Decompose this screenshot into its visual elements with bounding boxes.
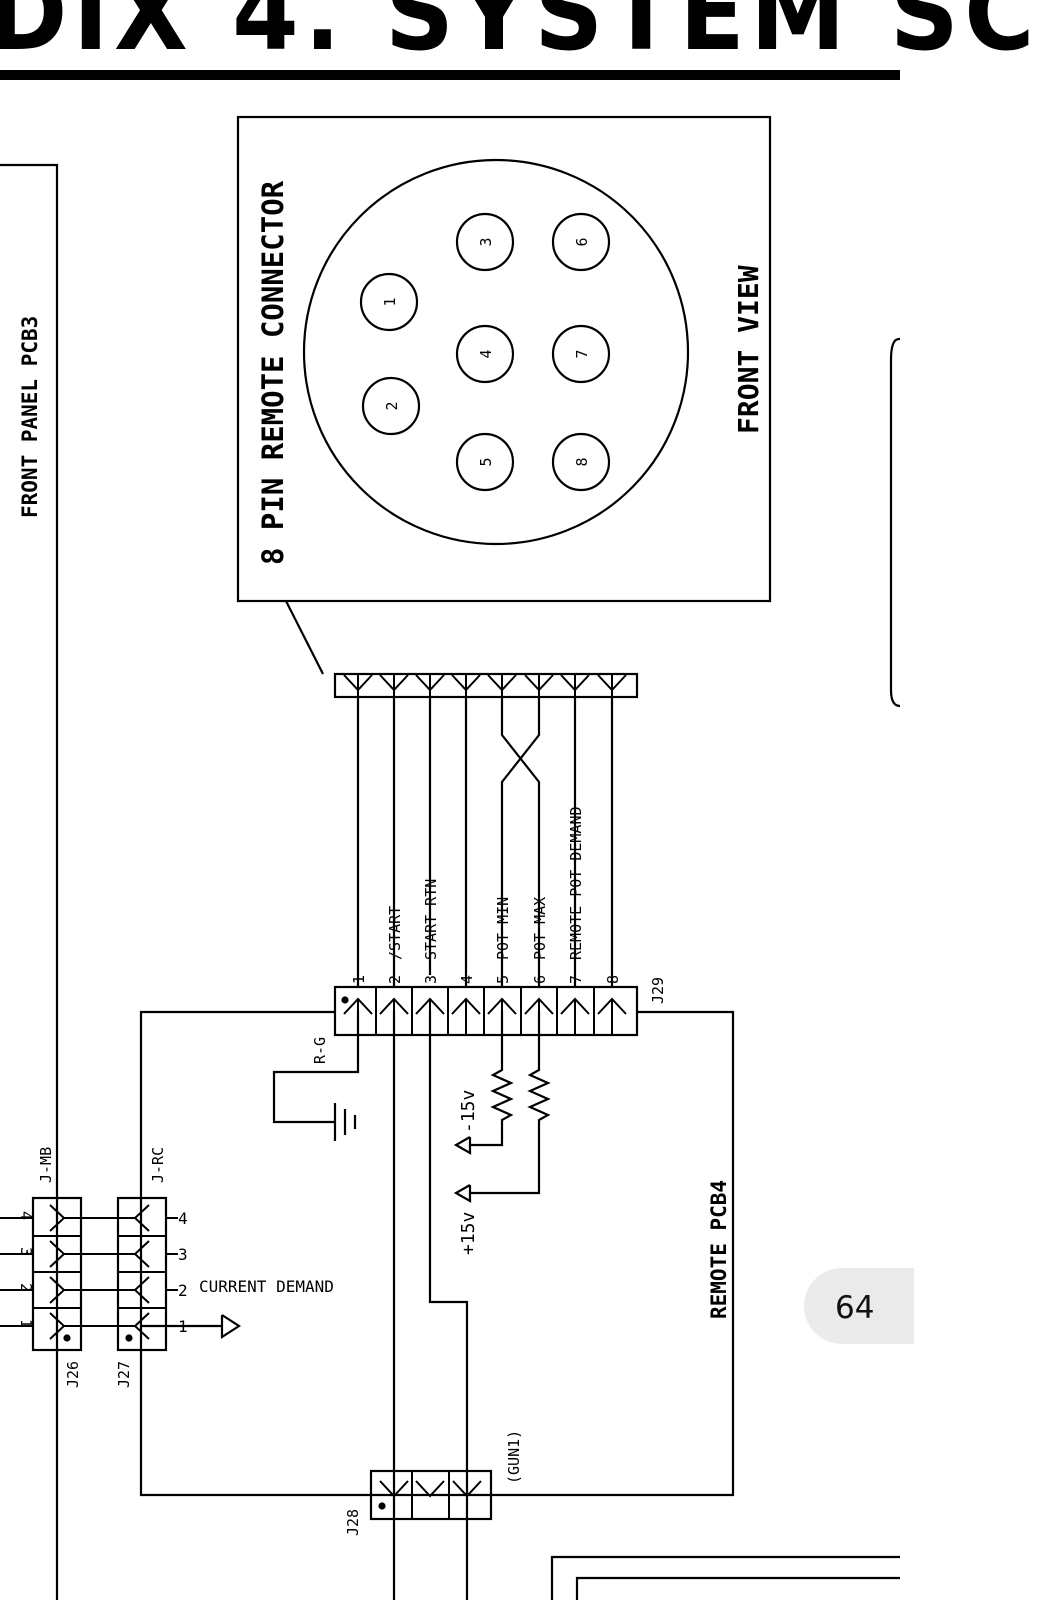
j29-pin-number-7: 7 bbox=[567, 975, 585, 984]
pin-number-3: 3 bbox=[477, 237, 495, 246]
j29-pin-number-3: 3 bbox=[422, 975, 440, 984]
bottom-box-outer bbox=[550, 1555, 900, 1600]
jrc-pin-1: 1 bbox=[178, 1317, 188, 1336]
jmb-pin-2: 2 bbox=[17, 1283, 35, 1292]
pin-number-5: 5 bbox=[477, 457, 495, 466]
current-demand-label: CURRENT DEMAND bbox=[199, 1277, 334, 1296]
pin-number-7: 7 bbox=[573, 349, 591, 358]
page-number-tab bbox=[804, 1268, 914, 1344]
j28-chevron-1 bbox=[379, 1480, 409, 1498]
j28-chevron-3 bbox=[452, 1480, 482, 1498]
j29-pin1-dot bbox=[341, 996, 349, 1004]
remote-pcb4-board bbox=[139, 1010, 735, 1497]
pin-circle-1 bbox=[359, 272, 419, 332]
pin-number-8: 8 bbox=[573, 457, 591, 466]
pin-circle-7 bbox=[551, 324, 611, 384]
j29-signal-5: POT MIN bbox=[494, 897, 512, 960]
pin-number-6: 6 bbox=[573, 237, 591, 246]
j29-signal-7: REMOTE POT DEMAND bbox=[567, 806, 585, 960]
rg-wire bbox=[272, 1011, 360, 1124]
j29-pin-number-6: 6 bbox=[531, 975, 549, 984]
pin-circle-8 bbox=[551, 432, 611, 492]
jrc-label: J-RC bbox=[149, 1147, 167, 1183]
j28-label: J28 bbox=[344, 1509, 362, 1536]
front-panel-label: FRONT PANEL PCB3 bbox=[18, 316, 42, 518]
resistor-pot-max bbox=[470, 1011, 551, 1195]
j29-pin-number-5: 5 bbox=[494, 975, 512, 984]
jmb-pin-3: 3 bbox=[17, 1247, 35, 1256]
pin-circle-6 bbox=[551, 212, 611, 272]
j27-pin1-dot bbox=[125, 1334, 133, 1342]
page-title: DIX 4. SYSTEM SC bbox=[0, 0, 1040, 74]
gun-label: (GUN1) bbox=[505, 1430, 523, 1484]
plus15-arrow bbox=[453, 1184, 472, 1203]
j26-label: J26 bbox=[64, 1361, 82, 1388]
j29-pin-number-4: 4 bbox=[458, 975, 476, 984]
j27-connector bbox=[116, 1196, 168, 1352]
current-demand-arrow bbox=[220, 1314, 242, 1340]
top-chevron bbox=[560, 674, 590, 692]
connector-face bbox=[302, 158, 690, 546]
pin-number-1: 1 bbox=[381, 297, 399, 306]
top-chevron bbox=[379, 674, 409, 692]
jmb-pin-4: 4 bbox=[17, 1211, 35, 1220]
j28-chevron-2 bbox=[415, 1480, 445, 1498]
j28-connector bbox=[369, 1469, 493, 1521]
front-panel-edge bbox=[0, 163, 59, 1600]
plus15-label: +15v bbox=[458, 1212, 479, 1255]
j28-pin1-dot bbox=[378, 1502, 386, 1510]
minus15-arrow bbox=[453, 1136, 472, 1155]
schematic-diagram: 8 PIN REMOTE CONNECTOR FRONT VIEW FRONT … bbox=[0, 115, 901, 1600]
jmb-label: J-MB bbox=[37, 1147, 55, 1183]
j29-signal-3: START RTN bbox=[422, 879, 440, 960]
pin-circle-4 bbox=[455, 324, 515, 384]
remote-pcb4-label: REMOTE PCB4 bbox=[707, 1180, 731, 1319]
page-number: 64 bbox=[835, 1290, 875, 1326]
j27-label: J27 bbox=[115, 1361, 133, 1388]
pin-circle-5 bbox=[455, 432, 515, 492]
rg-label: R-G bbox=[311, 1037, 329, 1064]
header-title-bar: DIX 4. SYSTEM SC bbox=[0, 0, 1035, 74]
top-chevron bbox=[597, 674, 627, 692]
j29-signal-2: /START bbox=[386, 906, 404, 960]
j29-pin-number-8: 8 bbox=[604, 975, 622, 984]
j29-label: J29 bbox=[649, 977, 667, 1004]
j26-connector bbox=[31, 1196, 83, 1352]
jrc-pin-3: 3 bbox=[178, 1245, 188, 1264]
connector-title: 8 PIN REMOTE CONNECTOR bbox=[256, 180, 290, 565]
minus15-label: -15v bbox=[458, 1090, 479, 1133]
resistor-pot-min bbox=[470, 1011, 514, 1147]
j29-connector bbox=[333, 985, 639, 1037]
j29-pin-number-2: 2 bbox=[386, 975, 404, 984]
title-rule bbox=[0, 70, 900, 80]
pin-circle-2 bbox=[361, 376, 421, 436]
pin-number-2: 2 bbox=[383, 401, 401, 410]
top-chevron bbox=[524, 674, 554, 692]
terminal-strip-top bbox=[333, 672, 639, 699]
top-chevron bbox=[415, 674, 445, 692]
wire-pin-6-cross bbox=[500, 697, 541, 987]
connector-box bbox=[236, 115, 772, 603]
top-chevron bbox=[343, 674, 373, 692]
top-chevron bbox=[451, 674, 481, 692]
j29-signal-6: POT MAX bbox=[531, 897, 549, 960]
j29-pin-number-1: 1 bbox=[350, 975, 368, 984]
right-callout bbox=[889, 337, 901, 708]
pin-circle-3 bbox=[455, 212, 515, 272]
leader-line bbox=[285, 600, 324, 675]
jrc-pin-2: 2 bbox=[178, 1281, 188, 1300]
j26-pin1-dot bbox=[63, 1334, 71, 1342]
front-view-label: FRONT VIEW bbox=[732, 265, 765, 434]
jmb-pin-1: 1 bbox=[17, 1319, 35, 1328]
pin-number-4: 4 bbox=[477, 349, 495, 358]
jrc-pin-4: 4 bbox=[178, 1209, 188, 1228]
bottom-box-inner bbox=[575, 1576, 900, 1600]
top-chevron bbox=[487, 674, 517, 692]
wire-start-rtn bbox=[428, 1011, 469, 1600]
